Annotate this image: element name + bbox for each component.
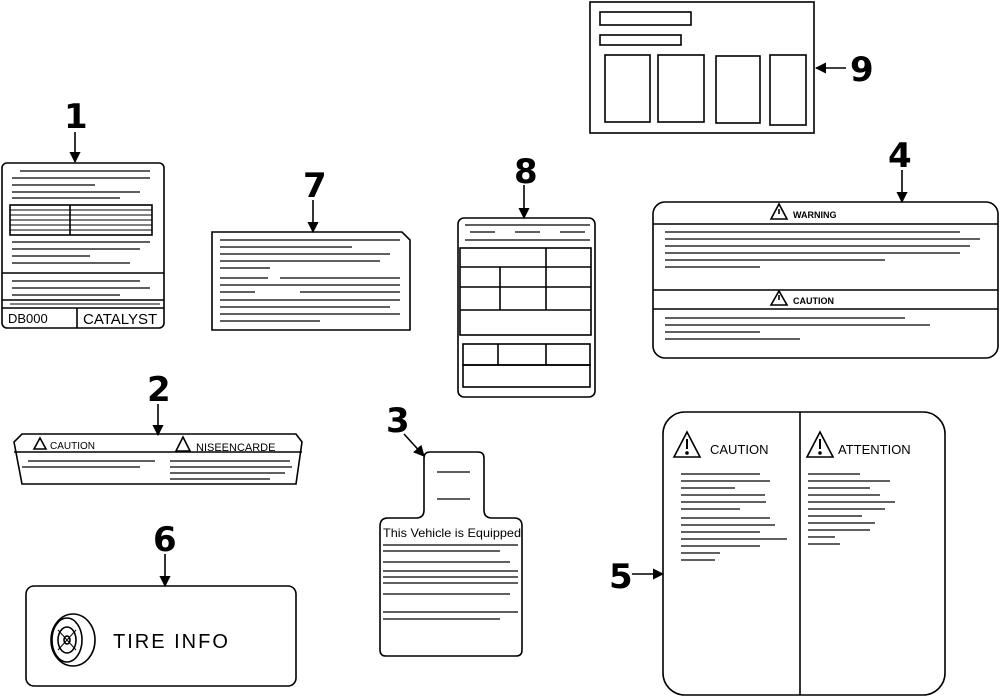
label-9 (589, 1, 815, 134)
label-2-right-text: NISEENCARDE (196, 442, 275, 454)
label-6: TIRE INFO (25, 585, 297, 687)
label-5-caution-text: CAUTION (710, 442, 769, 457)
label-3: This Vehicle is Equipped (379, 451, 523, 657)
label-4-warning-text: WARNING (793, 210, 837, 220)
callout-6: 6 (153, 520, 177, 560)
label-7 (211, 231, 411, 331)
label-1: DB000 CATALYST (1, 162, 165, 329)
label-4-caution-text: CAUTION (793, 296, 834, 306)
label-8 (457, 217, 596, 398)
callout-9: 9 (850, 50, 874, 90)
callout-4: 4 (888, 136, 912, 176)
label-5-attention-text: ATTENTION (838, 442, 911, 457)
label-2: CAUTION NISEENCARDE (13, 433, 303, 485)
callout-8: 8 (514, 152, 538, 192)
arrow-3 (403, 433, 425, 457)
tire-icon (50, 613, 96, 667)
callout-7: 7 (303, 166, 327, 206)
label-3-text: This Vehicle is Equipped (383, 526, 521, 540)
callout-5: 5 (609, 557, 633, 597)
label-4: WARNING CAUTION (652, 201, 999, 359)
callout-1: 1 (64, 97, 88, 137)
label-2-caution-text: CAUTION (50, 441, 95, 452)
label-5: CAUTION ATTENTION (662, 411, 946, 696)
label-1-left-text: DB000 (8, 311, 48, 326)
callout-2: 2 (147, 370, 171, 410)
callout-3: 3 (386, 401, 410, 441)
label-1-right-text: CATALYST (83, 311, 157, 328)
label-6-text: TIRE INFO (113, 631, 230, 653)
